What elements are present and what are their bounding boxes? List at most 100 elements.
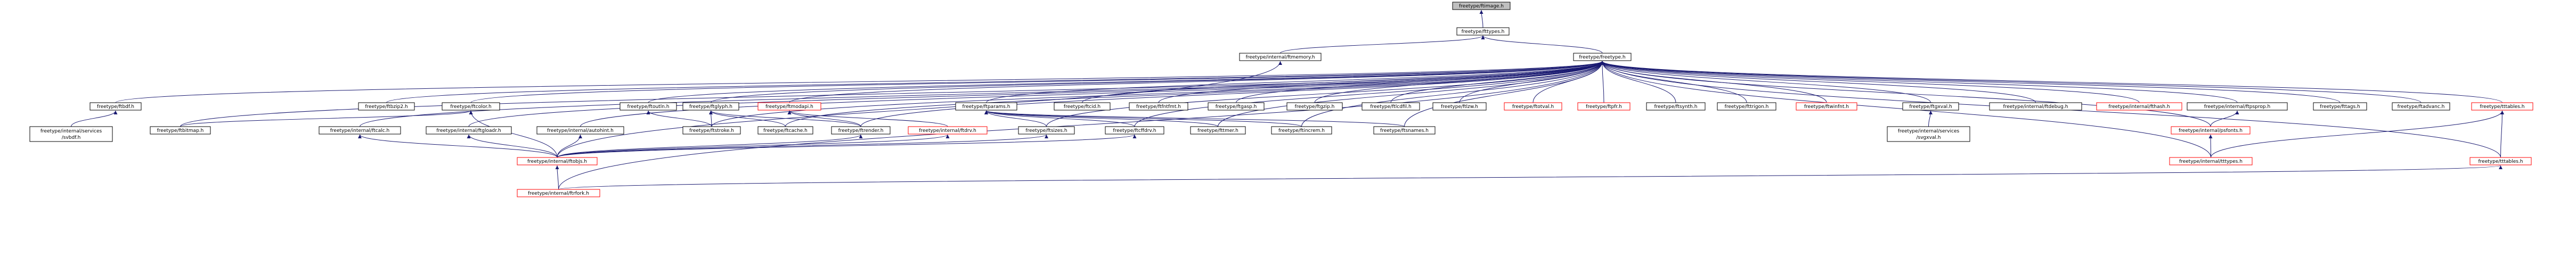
edge-internal_ftrfork_h-to-tttables2_h [558,165,2502,190]
include-edge [1600,61,2211,127]
include-edge [557,134,950,158]
node-label: freetype/ftotval.h [1512,104,1554,110]
include-edge [1280,35,1485,54]
node-internal-ftdebug-h[interactable]: freetype/internal/ftdebug.h [1989,102,2082,111]
node-internal-ftrfork-h[interactable]: freetype/internal/ftrfork.h [517,189,600,197]
node-internal-autohint-h[interactable]: freetype/internal/autohint.h [536,126,624,135]
include-edge [1600,61,2140,103]
include-edge [469,110,558,158]
node-label: freetype/internal/services [40,129,102,134]
node-label: /svbdf.h [62,135,81,140]
node-ftfntfmt-h[interactable]: freetype/ftfntfmt.h [1129,102,1188,111]
node-internal-ftmemory-h[interactable]: freetype/internal/ftmemory.h [1239,53,1322,61]
include-edge [71,110,118,127]
node-internal-ftobjs-h[interactable]: freetype/internal/ftobjs.h [517,157,598,165]
include-edge [860,61,1604,127]
node-tttables-h[interactable]: freetype/tttables.h [2471,102,2533,111]
node-ftlzw-h[interactable]: freetype/ftlzw.h [1432,102,1487,111]
node-ftsnames-h[interactable]: freetype/ftsnames.h [1373,126,1436,135]
node-ftsizes-h[interactable]: freetype/ftsizes.h [1018,126,1075,135]
node-box [757,126,813,135]
node-label: freetype/ftsnames.h [1380,128,1429,134]
node-fttmer-h[interactable]: freetype/fttmer.h [1190,126,1246,135]
include-edge [557,134,1137,158]
include-edge [1600,61,2422,103]
node-box [2392,102,2450,111]
node-label: freetype/ftgasp.h [1216,104,1257,110]
node-ftcache-h[interactable]: freetype/ftcache.h [757,126,813,135]
node-box [150,126,211,135]
node-label: freetype/ftpfr.h [1586,104,1622,110]
node-ftwinfnt-h[interactable]: freetype/ftwinfnt.h [1796,102,1857,111]
node-ftsynth-h[interactable]: freetype/ftsynth.h [1646,102,1706,111]
node-ftoutln-h[interactable]: freetype/ftoutln.h [619,102,677,111]
node-ftlcdfil-h[interactable]: freetype/ftlcdfil.h [1362,102,1420,111]
node-internal-fthash-h[interactable]: freetype/internal/fthash.h [2096,102,2182,111]
node-internal-ftdrv-h[interactable]: freetype/internal/ftdrv.h [908,126,988,135]
node-tttables2-h[interactable]: freetype/tttables.h [2469,157,2532,165]
node-fttags-h[interactable]: freetype/fttags.h [2313,102,2367,111]
node-internal-psfonts-h[interactable]: freetype/internal/psfonts.h [2171,126,2251,135]
include-edge [787,110,861,127]
node-ftrender-h[interactable]: freetype/ftrender.h [831,126,891,135]
node-label: freetype/tttables.h [2479,159,2523,164]
node-ftstroke-h[interactable]: freetype/ftstroke.h [682,126,741,135]
node-ftgasp-h[interactable]: freetype/ftgasp.h [1208,102,1265,111]
node-internal-tttypes-h[interactable]: freetype/internal/tttypes.h [2169,157,2253,165]
node-box [1902,102,1959,111]
edge-internal_fthash_h-to-freetype_h [1600,61,2140,103]
node-ftglyph-h[interactable]: freetype/ftglyph.h [682,102,739,111]
include-edge [1600,61,1676,103]
include-edge [180,61,1604,127]
node-ftparams-h[interactable]: freetype/ftparams.h [955,102,1017,111]
node-ftcffdrv-h[interactable]: freetype/ftcffdrv.h [1105,126,1164,135]
node-ftbzip2-h[interactable]: freetype/ftbzip2.h [358,102,415,111]
node-ftgzip-h[interactable]: freetype/ftgzip.h [1286,102,1343,111]
node-box [2313,102,2367,111]
node-internal-ftgloadr-h[interactable]: freetype/internal/ftgloadr.h [426,126,512,135]
edge-ftsizes_h-to-ftparams_h [984,110,1047,127]
node-label: freetype/ftglyph.h [689,104,732,110]
include-edge [555,165,559,190]
node-internal-ftcalc-h[interactable]: freetype/internal/ftcalc.h [319,126,401,135]
node-box [536,126,624,135]
node-ftbdf-h[interactable]: freetype/ftbdf.h [89,102,142,111]
node-freetype-h[interactable]: freetype/freetype.h [1573,53,1632,61]
node-box [2096,102,2182,111]
node-ftgxval-h[interactable]: freetype/ftgxval.h [1902,102,1959,111]
node-label: freetype/ftbdf.h [97,104,134,110]
edge-internal_ftobjs_h-to-ftcolor_h [469,110,558,158]
node-ftcolor-h[interactable]: freetype/ftcolor.h [442,102,500,111]
node-ftbitmap-h[interactable]: freetype/ftbitmap.h [150,126,211,135]
edge-internal_tttypes_h-to-tttables_h [2211,110,2504,158]
include-edge [789,61,1604,103]
node-ftincrem-h[interactable]: freetype/ftincrem.h [1271,126,1332,135]
node-fttypes-h[interactable]: freetype/fttypes.h [1456,27,1510,36]
node-label: freetype/ftfntfmt.h [1136,104,1181,110]
node-label: freetype/ftwinfnt.h [1804,104,1849,110]
node-box [442,102,500,111]
include-edge [1600,61,1931,103]
edge-ftrender_h-to-ftglyph_h [709,110,861,127]
node-ftpfr-h[interactable]: freetype/ftpfr.h [1577,102,1631,111]
edge-ftsnames_h-to-freetype_h [1404,61,1604,127]
node-label: freetype/ftrender.h [838,128,884,134]
edge-fttags_h-to-freetype_h [1600,61,2341,103]
node-services-svgxval-h[interactable]: freetype/internal/services/svgxval.h [1887,126,1970,142]
node-ftotval-h[interactable]: freetype/ftotval.h [1504,102,1562,111]
include-edge [1600,61,2238,103]
edge-ftsynth_h-to-freetype_h [1600,61,1676,103]
node-ftcid-h[interactable]: freetype/ftcid.h [1054,102,1111,111]
node-label: freetype/ftcid.h [1064,104,1100,110]
node-ftmodapi-h[interactable]: freetype/ftmodapi.h [757,102,821,111]
edge-ftcache_h-to-freetype_h [785,61,1604,127]
node-box [682,102,739,111]
node-services-svbdf-h[interactable]: freetype/internal/services/svbdf.h [29,126,113,142]
node-box [1456,27,1510,36]
include-edge [646,110,712,127]
node-label: freetype/ftgxval.h [1909,104,1952,110]
node-fttrigon-h[interactable]: freetype/fttrigon.h [1717,102,1776,111]
include-edge [1600,61,1604,103]
node-internal-ftpsprop-h[interactable]: freetype/internal/ftpsprop.h [2187,102,2288,111]
node-ftadvanc-h[interactable]: freetype/ftadvanc.h [2392,102,2450,111]
